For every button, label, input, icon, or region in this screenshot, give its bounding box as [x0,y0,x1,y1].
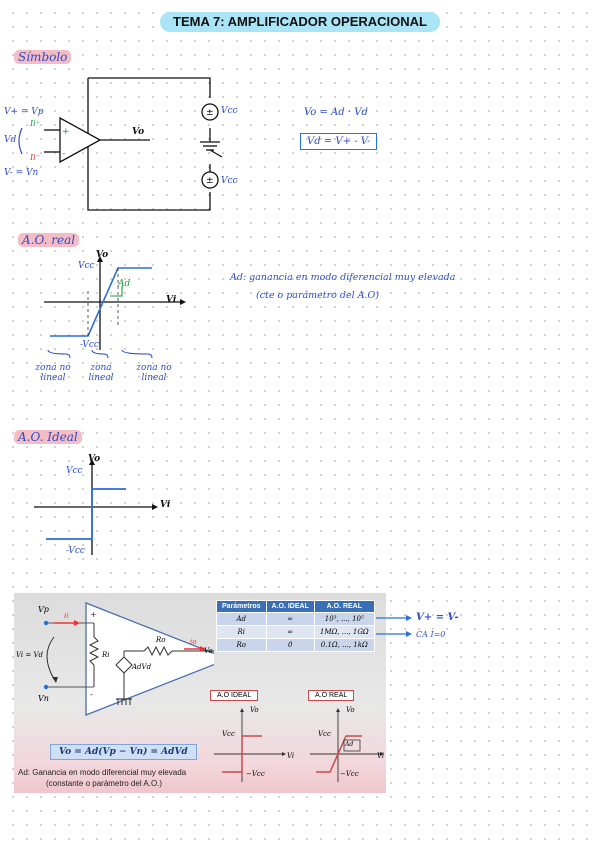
mini-real-vcc: Vcc [318,730,331,738]
ideal-vo-axis: Vo [88,454,101,464]
table-cell: 0.1Ω, ..., 1kΩ [313,638,375,652]
ideal-vi-axis: Vi [160,500,171,510]
table-row: Ro 0 0.1Ω, ..., 1kΩ [216,638,375,652]
equation-vd: Vd = V+ - V- [300,133,378,150]
table-cell: Ad [216,612,267,626]
annotation-arrows [376,615,412,637]
real-transfer-graph [44,256,186,359]
panel-vi-eq: Vi = Vd [16,651,44,659]
table-cell: 10³, ..., 10⁵ [313,612,375,626]
ideal-neg-vcc: -Vcc [66,546,85,556]
real-ad-slope: Ad [118,279,131,289]
panel-io: io [190,638,197,646]
vp-label: V+ = Vp [4,107,44,117]
ad-note-line1: Ad: ganancia en modo diferencial muy ele… [230,272,456,283]
parameters-table: Parámetros A.O. IDEAL A.O. REAL Ad ∞ 10³… [216,600,375,652]
zone-nonlinear-left: zona no lineal [35,363,71,383]
table-cell: Ro [216,638,267,652]
svg-text:-: - [62,149,65,159]
panel-vp: Vp [38,605,49,614]
table-cell: ∞ [265,625,315,639]
equation-vo: Vo = Ad · Vd [304,107,368,118]
svg-text:+: + [90,610,97,619]
table-cell: Ri [216,625,267,639]
panel-ii: ii [64,612,69,620]
mini-real-vo: Vo [346,706,355,714]
table-cell: ∞ [265,612,315,626]
table-cell: 1MΩ, ..., 1GΩ [313,625,375,639]
table-header: A.O. REAL [313,600,375,613]
section-ideal-heading: A.O. Ideal [14,430,82,444]
svg-text:±: ± [206,176,214,186]
mini-transfer-graphs [214,708,384,782]
opamp-model-diagram: + - [43,602,214,716]
real-vo-axis: Vo [96,250,109,260]
svg-text:+: + [62,127,70,137]
svg-text:Ii⁻: Ii⁻ [29,153,40,162]
zone-linear: zona lineal [88,363,114,383]
annotation-ca-i0: CA I=0 [416,630,446,639]
real-neg-vcc: -Vcc [80,340,99,350]
page-title: TEMA 7: AMPLIFICADOR OPERACIONAL [160,12,440,32]
real-vcc: Vcc [78,261,95,271]
gain-formula: Vo = Ad(Vp − Vn) = AdVd [50,744,197,760]
panel-vn: Vn [38,694,49,703]
mini-ideal-vcc: Vcc [222,730,235,738]
table-row: Ri ∞ 1MΩ, ..., 1GΩ [216,625,375,639]
section-real-heading: A.O. real [18,233,80,247]
tag-ao-ideal: A.O IDEAL [210,690,259,701]
mini-real-neg-vcc: −Vcc [340,770,359,778]
panel-ri: Ri [102,651,110,659]
panel-vo: Vo [204,647,213,655]
mini-ideal-vo: Vo [250,706,259,714]
table-cell: 0 [265,638,315,652]
table-row: Ad ∞ 10³, ..., 10⁵ [216,612,375,626]
real-vi-axis: Vi [166,295,177,305]
panel-advd: AdVd [132,663,152,671]
opamp-symbol-circuit: ± ± Ii⁺ Ii⁻ + - [18,77,223,211]
ad-note-line2: (cte o parámetro del A.O) [256,290,380,301]
zone-nonlinear-right: zona no lineal [136,363,172,383]
section-symbol-heading: Símbolo [14,50,72,64]
vcc-top-label: Vcc [221,106,238,116]
vo-label: Vo [132,127,145,137]
mini-real-vi: Vi [377,752,385,760]
panel-ro: Ro [156,636,166,644]
svg-text:Ii⁺: Ii⁺ [29,119,40,128]
svg-text:±: ± [206,108,214,118]
annotation-vplus-vminus: V+ = V- [416,612,459,623]
ideal-vcc: Vcc [66,466,83,476]
tag-ao-real: A.O REAL [308,690,355,701]
mini-ideal-vi: Vi [287,752,295,760]
vcc-bottom-label: Vcc [221,176,238,186]
panel-caption-line2: (constante o parámetro del A.O.) [46,779,163,788]
table-header: Parámetros [216,600,267,613]
mini-real-ad: Ad [345,741,354,748]
table-header: A.O. IDEAL [265,600,315,613]
svg-text:-: - [90,690,93,699]
vd-label: Vd [4,135,17,145]
mini-ideal-neg-vcc: −Vcc [246,770,265,778]
panel-caption-line1: Ad: Ganancia en modo diferencial muy ele… [18,768,187,777]
ideal-transfer-graph [34,459,158,555]
vm-label: V- = Vn [4,168,39,178]
